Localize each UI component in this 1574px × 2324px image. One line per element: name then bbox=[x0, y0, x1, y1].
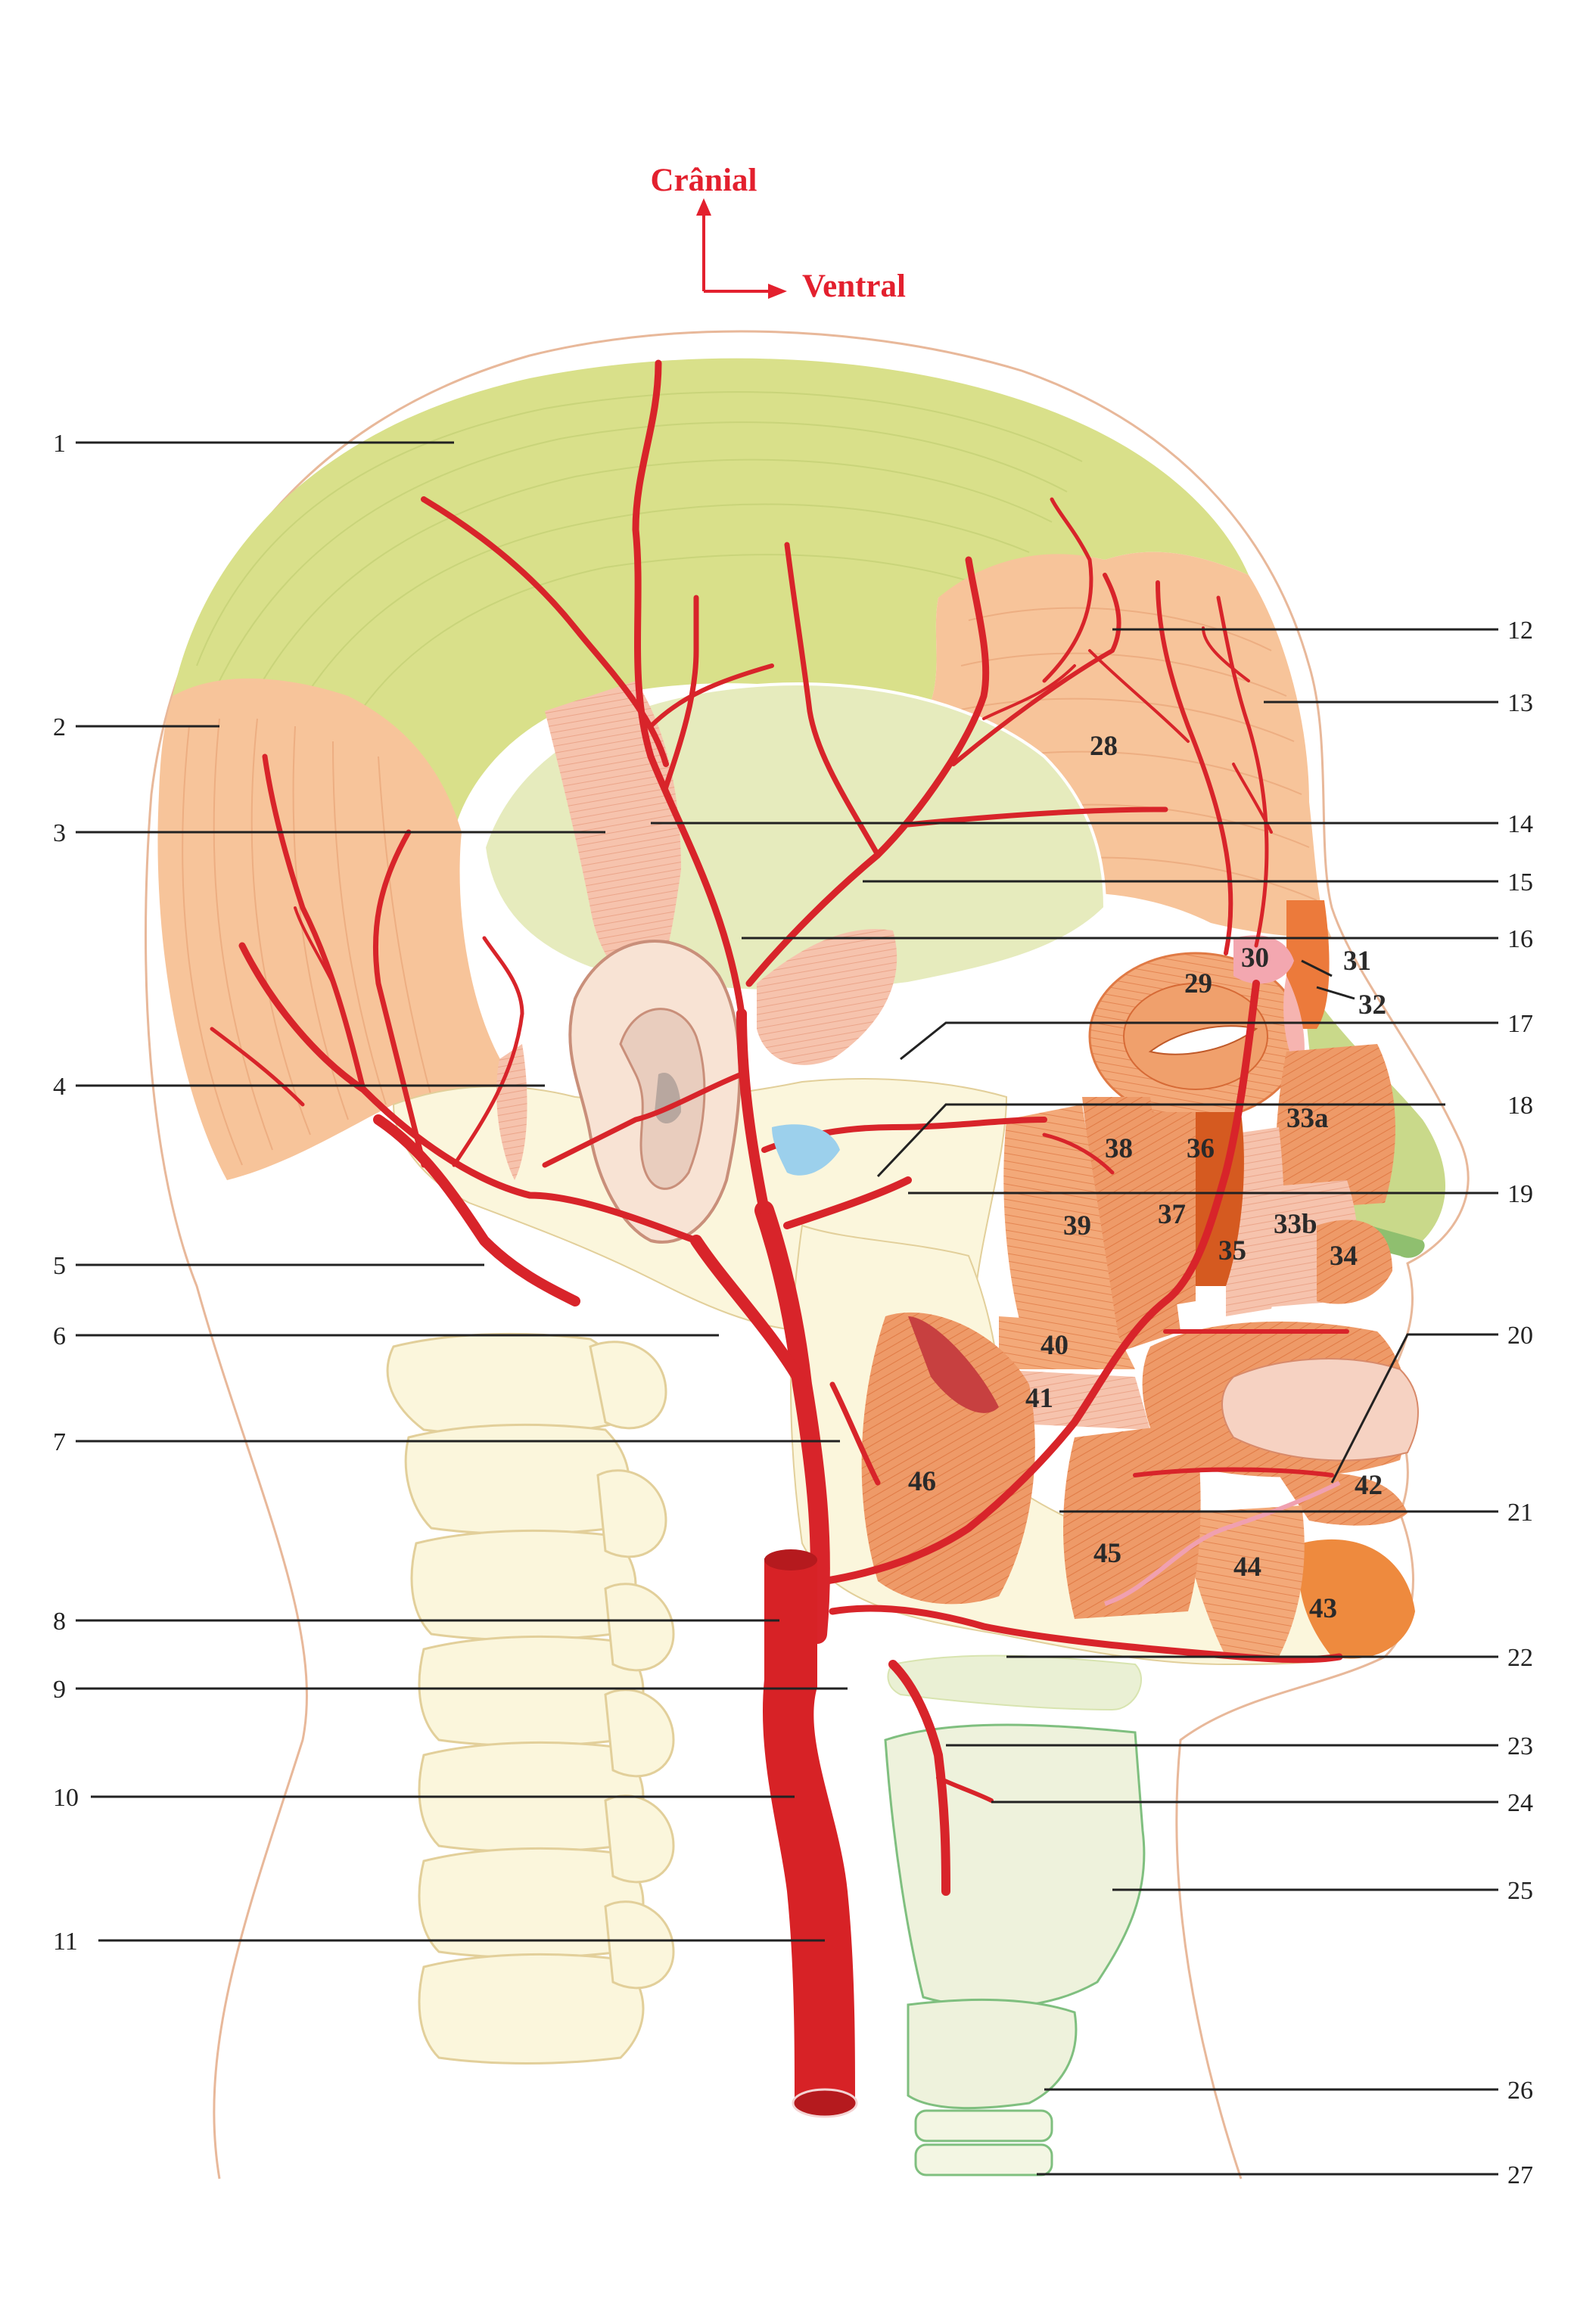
label-16: 16 bbox=[1507, 925, 1533, 953]
label-2: 2 bbox=[53, 713, 66, 741]
masseter-deep-39 bbox=[1003, 1105, 1120, 1354]
ear-canal-blue bbox=[772, 1124, 840, 1176]
label-24: 24 bbox=[1507, 1789, 1533, 1817]
ear bbox=[568, 940, 742, 1244]
hyoid-bone bbox=[887, 1654, 1143, 1711]
depressor-40 bbox=[999, 1316, 1135, 1369]
temporalis-muscle bbox=[545, 681, 681, 999]
left-leader-lines bbox=[76, 441, 848, 1942]
orientation-ventral-label: Ventral bbox=[802, 269, 906, 304]
struct-label-33b: 33b bbox=[1274, 1209, 1317, 1240]
struct-label-36: 36 bbox=[1187, 1133, 1215, 1164]
label-6: 6 bbox=[53, 1322, 66, 1350]
cervical-spine bbox=[386, 1332, 675, 2065]
right-labels: 12 13 14 15 16 17 18 19 20 21 22 23 24 2… bbox=[1507, 617, 1533, 2189]
label-23: 23 bbox=[1507, 1732, 1533, 1760]
struct-label-38: 38 bbox=[1105, 1133, 1133, 1164]
struct-label-34: 34 bbox=[1330, 1241, 1358, 1272]
label-8: 8 bbox=[53, 1608, 66, 1636]
struct-label-37: 37 bbox=[1158, 1199, 1186, 1230]
label-12: 12 bbox=[1507, 617, 1533, 645]
label-4: 4 bbox=[53, 1073, 66, 1101]
label-15: 15 bbox=[1507, 868, 1533, 896]
label-10: 10 bbox=[53, 1784, 79, 1812]
label-27: 27 bbox=[1507, 2161, 1533, 2189]
sternocleidomastoid-46 bbox=[861, 1312, 1035, 1605]
label-21: 21 bbox=[1507, 1499, 1533, 1527]
levator-labii-alaeque bbox=[1283, 976, 1305, 1074]
skull-cap bbox=[173, 358, 1249, 833]
struct-label-41: 41 bbox=[1025, 1383, 1053, 1414]
label-3: 3 bbox=[53, 819, 66, 847]
parotid-duct bbox=[1104, 1480, 1341, 1606]
label-9: 9 bbox=[53, 1676, 66, 1704]
label-20: 20 bbox=[1507, 1322, 1533, 1350]
struct-label-44: 44 bbox=[1233, 1552, 1261, 1583]
cricoid-cartilage bbox=[907, 1998, 1078, 2110]
skull-cap-lines bbox=[196, 391, 1083, 757]
orientation-cranial-label: Crânial bbox=[651, 163, 757, 198]
nasalis-33a bbox=[1275, 1044, 1395, 1210]
label-26: 26 bbox=[1507, 2077, 1533, 2105]
thyroid-cartilage bbox=[884, 1723, 1146, 2009]
label-14: 14 bbox=[1507, 810, 1533, 838]
struct-label-32: 32 bbox=[1358, 990, 1386, 1021]
struct-label-33a: 33a bbox=[1286, 1103, 1329, 1134]
sternocleidomastoid-cut bbox=[908, 1316, 999, 1413]
corrugator-muscle bbox=[1233, 935, 1294, 984]
struct-label-42: 42 bbox=[1355, 1470, 1383, 1501]
structure-labels: 28 29 30 31 32 33a 36 38 39 37 33b 35 34… bbox=[908, 731, 1386, 1624]
struct-label-45: 45 bbox=[1093, 1538, 1121, 1569]
orbicularis-oris bbox=[1142, 1321, 1419, 1477]
struct-label-29: 29 bbox=[1184, 968, 1212, 999]
struct-label-39: 39 bbox=[1063, 1210, 1091, 1241]
struct-label-43: 43 bbox=[1309, 1593, 1337, 1624]
arteries bbox=[210, 359, 1349, 1896]
label-25: 25 bbox=[1507, 1877, 1533, 1905]
struct-label-40: 40 bbox=[1041, 1330, 1069, 1361]
label-11: 11 bbox=[53, 1928, 78, 1956]
label-18: 18 bbox=[1507, 1092, 1533, 1120]
label-7: 7 bbox=[53, 1428, 66, 1456]
orientation-indicator: Crânial Ventral bbox=[651, 163, 906, 304]
label-1: 1 bbox=[53, 430, 66, 458]
label-13: 13 bbox=[1507, 689, 1533, 717]
orbicularis-oculi bbox=[1088, 952, 1303, 1121]
levator-anguli-34 bbox=[1317, 1219, 1392, 1304]
label-17: 17 bbox=[1507, 1010, 1533, 1038]
right-leader-lines bbox=[651, 628, 1498, 2176]
temporalis-anterior bbox=[757, 929, 897, 1065]
struct-label-35: 35 bbox=[1218, 1235, 1246, 1266]
struct-label-30: 30 bbox=[1241, 943, 1269, 974]
struct-label-31: 31 bbox=[1343, 946, 1371, 977]
struct-label-28: 28 bbox=[1090, 731, 1118, 762]
label-22: 22 bbox=[1507, 1644, 1533, 1672]
struct-label-46: 46 bbox=[908, 1466, 936, 1497]
internal-jugular-vein bbox=[762, 1549, 858, 2118]
label-5: 5 bbox=[53, 1252, 66, 1280]
mentalis-43 bbox=[1299, 1539, 1415, 1659]
tracheal-rings bbox=[914, 2109, 1053, 2176]
label-19: 19 bbox=[1507, 1180, 1533, 1208]
left-labels: 1 2 3 4 5 6 7 8 9 10 11 bbox=[53, 430, 79, 1956]
depressor-labii-44 bbox=[1180, 1505, 1305, 1657]
